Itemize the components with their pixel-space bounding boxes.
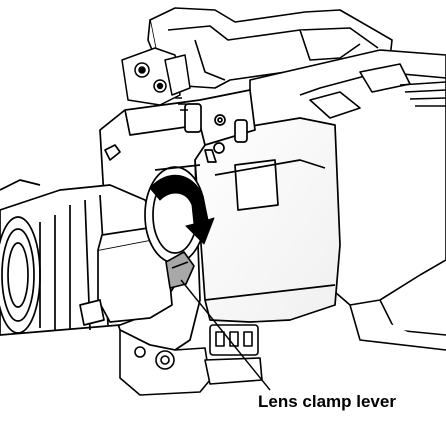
- lens-clamp-lever: [165, 251, 195, 289]
- lens-clamp-lever-label: Lens clamp lever: [258, 392, 396, 411]
- rotation-arrow: [149, 174, 215, 245]
- top-control-cluster: [121, 47, 191, 111]
- lens-grip: [79, 227, 173, 326]
- rear-body: [249, 49, 446, 351]
- callout-leader: [180, 279, 271, 391]
- camera-body: [194, 117, 341, 323]
- top-handle: [147, 7, 393, 89]
